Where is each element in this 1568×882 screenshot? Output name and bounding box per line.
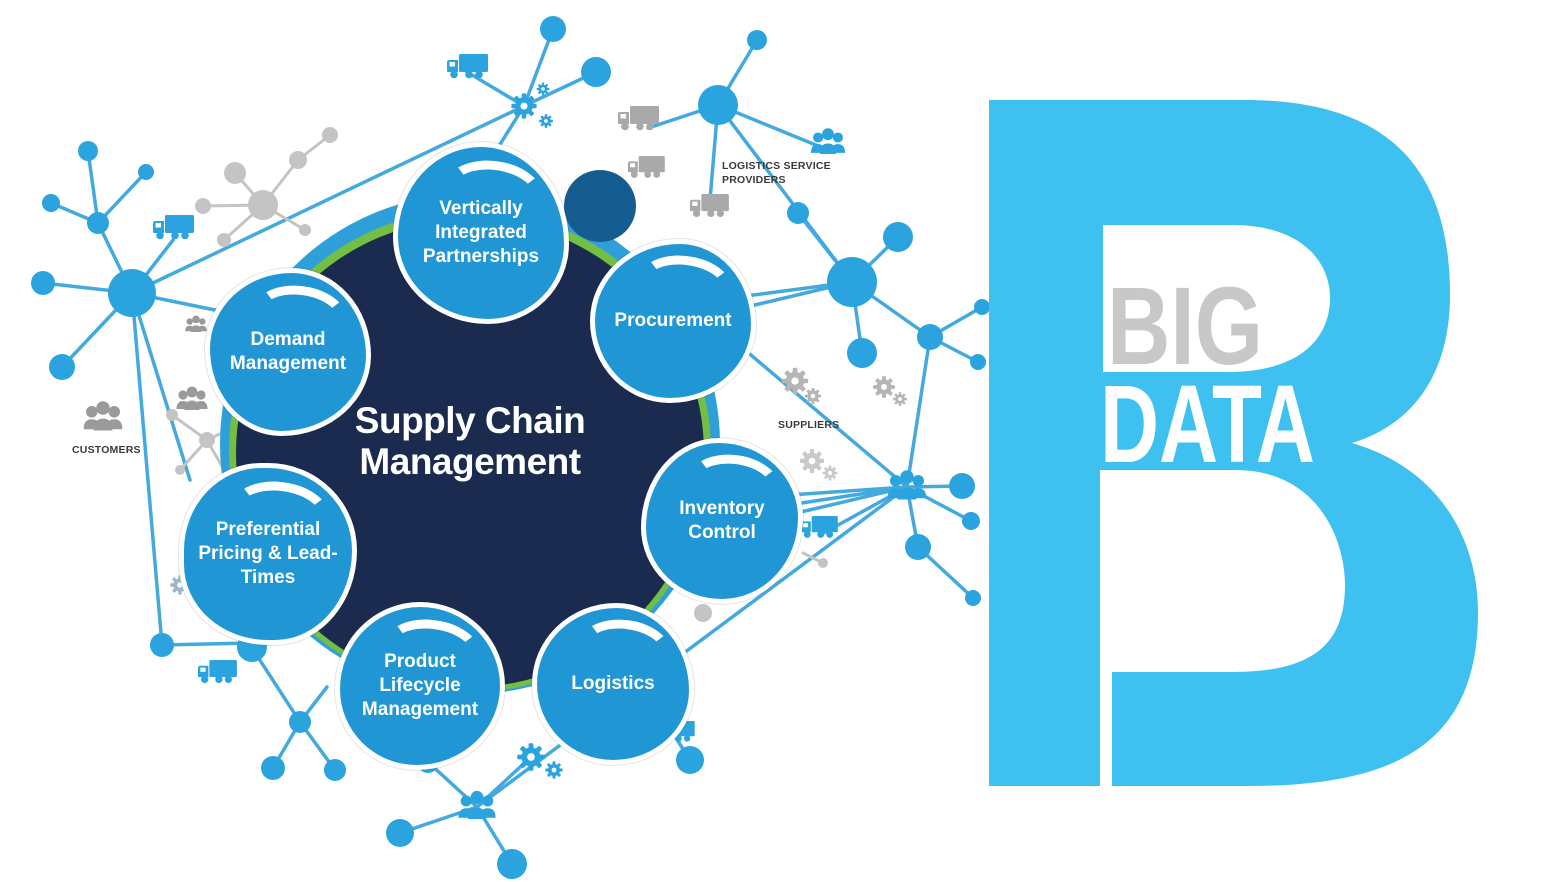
bubble-demand-management: Demand Management xyxy=(205,268,371,436)
gear-icon xyxy=(822,465,838,481)
people-icon xyxy=(185,315,207,332)
bubble-label: Inventory Control xyxy=(679,498,765,543)
people-icon xyxy=(83,401,123,431)
bubble-procurement: Procurement xyxy=(590,239,756,403)
truck-icon xyxy=(627,156,665,178)
big-data-logo: BIG DATA xyxy=(989,100,1478,786)
gear-icon xyxy=(799,448,825,474)
dark-node xyxy=(564,170,636,242)
logo-word-data: DATA xyxy=(1100,363,1315,486)
gear-icon xyxy=(804,387,822,405)
people-icon xyxy=(810,128,846,154)
annotation-logistics-service-providers: LOGISTICS SERVICE PROVIDERS xyxy=(722,160,831,186)
gear-icon xyxy=(539,114,553,128)
gear-icon xyxy=(781,367,809,395)
annotation-customers: CUSTOMERS xyxy=(72,444,141,456)
bubble-vertically-integrated-partnerships: Vertically Integrated Partnerships xyxy=(393,142,569,324)
gear-icon xyxy=(511,93,537,119)
bubble-label: Logistics xyxy=(571,673,655,695)
network-nodes xyxy=(31,16,990,879)
bubble-label: Demand Management xyxy=(229,329,347,374)
truck-icon xyxy=(618,106,659,131)
logo-upper-counter xyxy=(1103,225,1330,372)
truck-icon xyxy=(153,215,194,240)
bubble-label: Vertically Integrated Partnerships xyxy=(422,198,540,267)
bubble-product-lifecycle-management: Product Lifecycle Management xyxy=(335,602,505,770)
bubble-logistics: Logistics xyxy=(532,603,694,765)
truck-icon xyxy=(447,54,488,79)
bubble-label: Procurement xyxy=(614,310,732,332)
bubble-preferential-pricing-lead-times: Preferential Pricing & Lead-Times xyxy=(179,463,357,645)
logo-word-big: BIG xyxy=(1107,265,1263,388)
gear-icon xyxy=(893,392,907,406)
gear-icon xyxy=(536,82,550,96)
bubble-label: Product Lifecycle Management xyxy=(361,651,479,720)
center-title: Supply Chain Management xyxy=(354,400,586,483)
gear-icon xyxy=(545,761,563,779)
truck-icon xyxy=(800,516,838,538)
logo-lower-counter xyxy=(1100,470,1345,786)
annotation-suppliers: SUPPLIERS xyxy=(778,419,840,431)
gear-icon xyxy=(517,743,545,771)
people-icon xyxy=(176,386,208,410)
truck-icon xyxy=(197,660,237,684)
bubble-label: Preferential Pricing & Lead-Times xyxy=(198,519,338,588)
truck-icon xyxy=(689,194,729,218)
gear-icon xyxy=(873,376,895,398)
bubble-inventory-control: Inventory Control xyxy=(641,438,803,604)
